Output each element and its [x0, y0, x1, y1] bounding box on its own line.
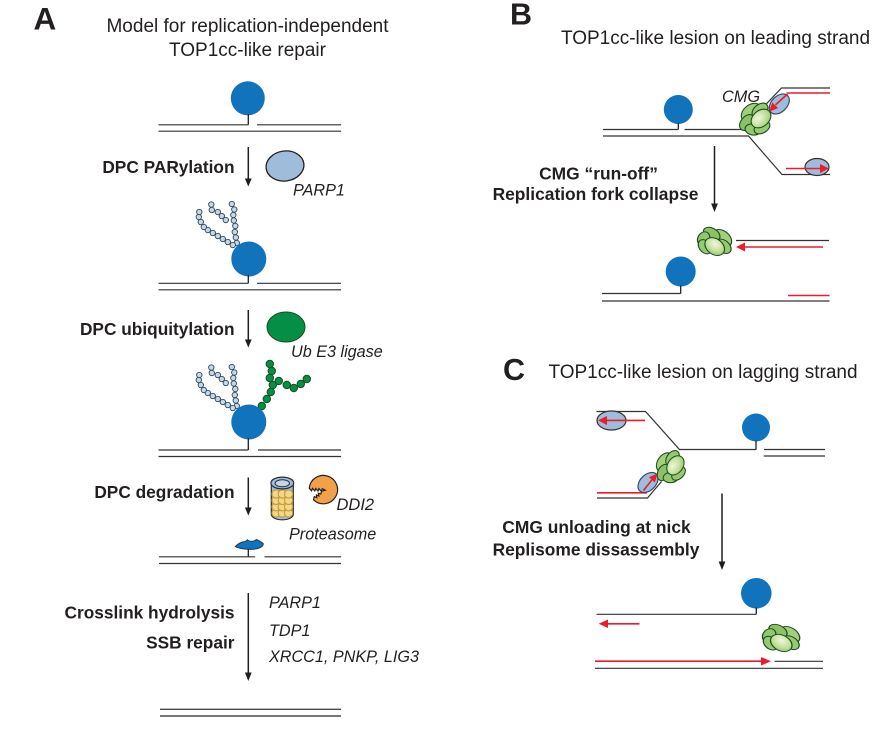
svg-text:TOP1cc-like lesion on leading: TOP1cc-like lesion on leading strand — [561, 28, 870, 49]
svg-text:CMG unloading at nick: CMG unloading at nick — [502, 517, 691, 537]
svg-text:TDP1: TDP1 — [269, 622, 310, 640]
svg-text:XRCC1, PNKP, LIG3: XRCC1, PNKP, LIG3 — [268, 648, 419, 666]
svg-text:Replisome dissassembly: Replisome dissassembly — [493, 540, 700, 560]
svg-text:Model for replication-independ: Model for replication-independent — [106, 16, 389, 37]
svg-text:DPC ubiquitylation: DPC ubiquitylation — [80, 319, 235, 339]
svg-text:TOP1cc-like lesion on lagging: TOP1cc-like lesion on lagging strand — [548, 362, 857, 383]
svg-text:PARP1: PARP1 — [293, 182, 345, 200]
svg-text:DPC degradation: DPC degradation — [94, 482, 234, 502]
svg-text:CMG “run-off”: CMG “run-off” — [539, 164, 658, 184]
svg-text:Crosslink hydrolysis: Crosslink hydrolysis — [65, 602, 235, 622]
svg-text:A: A — [34, 0, 57, 36]
svg-text:PARP1: PARP1 — [269, 594, 321, 612]
svg-text:CMG: CMG — [722, 88, 760, 106]
svg-text:B: B — [510, 0, 532, 31]
svg-text:C: C — [503, 353, 525, 387]
svg-text:DPC PARylation: DPC PARylation — [102, 157, 234, 177]
svg-text:SSB repair: SSB repair — [146, 633, 235, 653]
svg-text:Ub E3 ligase: Ub E3 ligase — [291, 343, 383, 361]
svg-text:Proteasome: Proteasome — [289, 526, 376, 544]
svg-text:Replication fork collapse: Replication fork collapse — [493, 184, 699, 204]
svg-text:TOP1cc-like repair: TOP1cc-like repair — [169, 40, 327, 61]
svg-text:DDI2: DDI2 — [337, 496, 375, 514]
